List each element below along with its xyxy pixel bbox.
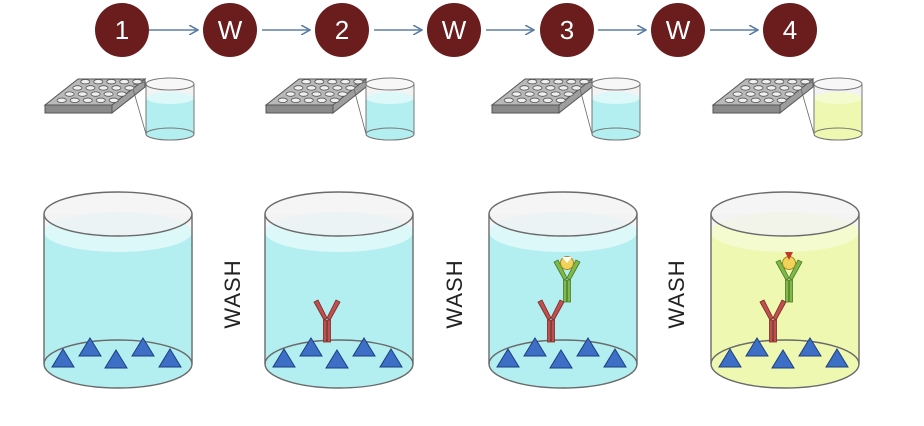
antibody-icon bbox=[759, 299, 787, 343]
antigen-icon bbox=[496, 348, 520, 368]
step-circle-3: 3 bbox=[540, 3, 594, 57]
step-circle-4: 4 bbox=[763, 3, 817, 57]
step-label-3: 3 bbox=[560, 15, 574, 45]
well-rim bbox=[710, 191, 860, 237]
microplate-icon bbox=[264, 77, 368, 135]
antigen-icon bbox=[272, 348, 296, 368]
well-rim bbox=[43, 191, 193, 237]
microplate-icon bbox=[490, 77, 594, 135]
antigen-icon bbox=[771, 349, 795, 369]
liquid bbox=[711, 232, 859, 388]
big-well-2 bbox=[264, 191, 414, 389]
step-circle-1: 1 bbox=[95, 3, 149, 57]
well-zoom-icon bbox=[145, 77, 195, 141]
antigen-icon bbox=[379, 348, 403, 368]
big-well-4 bbox=[710, 191, 860, 389]
big-well-3 bbox=[488, 191, 638, 389]
big-well-1 bbox=[43, 191, 193, 389]
wash-text-1: WASH bbox=[220, 259, 245, 328]
wash-label-1: W bbox=[218, 15, 243, 45]
substrate-icon bbox=[785, 252, 793, 260]
antigen-icon bbox=[158, 348, 182, 368]
microplate-row bbox=[43, 77, 863, 141]
antigen-icon bbox=[523, 337, 547, 357]
well-rim bbox=[488, 191, 638, 237]
step-label-4: 4 bbox=[783, 15, 797, 45]
wash-text-2: WASH bbox=[442, 259, 467, 328]
microplate-icon bbox=[43, 77, 147, 135]
well-row bbox=[43, 191, 860, 389]
antigen-icon bbox=[325, 349, 349, 369]
antigen-icon bbox=[78, 337, 102, 357]
well-zoom-icon bbox=[591, 77, 641, 141]
step-circle-2: 2 bbox=[315, 3, 369, 57]
antigen-icon bbox=[104, 349, 128, 369]
step-label-2: 2 bbox=[335, 15, 349, 45]
antigen-icon bbox=[745, 337, 769, 357]
antigen-icon bbox=[718, 348, 742, 368]
well-zoom-icon bbox=[813, 77, 863, 141]
microplate-icon bbox=[711, 77, 815, 135]
wash-circle-1: W bbox=[203, 3, 257, 57]
antibody-icon bbox=[775, 259, 803, 303]
wash-circle-2: W bbox=[427, 3, 481, 57]
wash-text-3: WASH bbox=[664, 259, 689, 328]
antigen-icon bbox=[798, 337, 822, 357]
antibody-icon bbox=[313, 299, 341, 343]
antibody-icon bbox=[537, 299, 565, 343]
liquid bbox=[265, 232, 413, 388]
antigen-icon bbox=[576, 337, 600, 357]
antigen-icon bbox=[352, 337, 376, 357]
antigen-icon bbox=[299, 337, 323, 357]
liquid bbox=[489, 232, 637, 388]
antigen-icon bbox=[549, 349, 573, 369]
step-label-1: 1 bbox=[115, 15, 129, 45]
wash-label-3: W bbox=[666, 15, 691, 45]
wash-circle-3: W bbox=[651, 3, 705, 57]
antibody-icon bbox=[553, 259, 581, 303]
antigen-icon bbox=[51, 348, 75, 368]
step-sequence: 1 W 2 W 3 W 4 bbox=[95, 3, 817, 57]
liquid bbox=[44, 232, 192, 388]
wash-label-2: W bbox=[442, 15, 467, 45]
antigen-icon bbox=[131, 337, 155, 357]
antigen-icon bbox=[603, 348, 627, 368]
well-zoom-icon bbox=[365, 77, 415, 141]
antigen-icon bbox=[825, 348, 849, 368]
well-rim bbox=[264, 191, 414, 237]
